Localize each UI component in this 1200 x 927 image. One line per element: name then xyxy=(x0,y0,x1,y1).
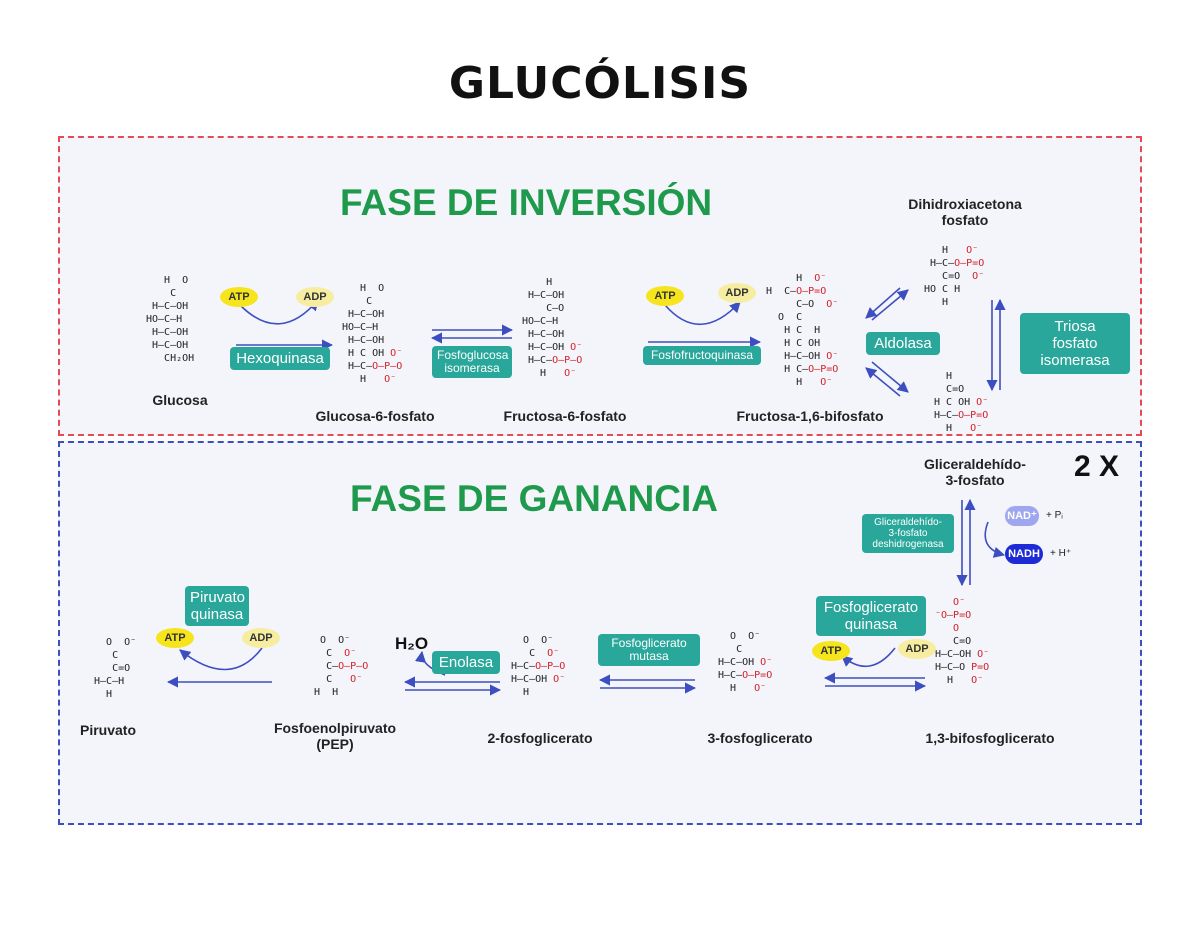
multiplier-2x: 2 X xyxy=(1074,450,1120,483)
enzyme-hexoquinasa: Hexoquinasa xyxy=(230,347,330,370)
proton-output-label: + H⁺ xyxy=(1050,548,1072,559)
enzyme-gliceraldehido-3-fosfato-deshidrogenasa: Gliceraldehído- 3-fosfato deshidrogenasa xyxy=(862,514,954,553)
atp-badge: ATP xyxy=(220,287,258,307)
fosfoenolpiruvato-label: Fosfoenolpiruvato (PEP) xyxy=(273,720,397,752)
inversion-phase-section xyxy=(58,136,1142,436)
dihidroxiacetona-fosfato-label: Dihidroxiacetona fosfato xyxy=(908,196,1022,228)
glucosa-6-fosfato-structure: H O C H–C–OH HO–C–H H–C–OH H C OH O⁻ H–C… xyxy=(342,283,403,385)
piruvato-label: Piruvato xyxy=(79,722,136,738)
adp-badge: ADP xyxy=(898,639,936,659)
enzyme-enolasa: Enolasa xyxy=(432,651,500,674)
phosphate-input-label: + Pᵢ xyxy=(1046,510,1063,521)
3-fosfoglicerato-structure: O O⁻ C H–C–OH O⁻ H–C–O–P=O H O⁻ xyxy=(718,631,773,694)
2-fosfoglicerato-structure: O O⁻ C O⁻ H–C–O–P–O H–C–OH O⁻ H xyxy=(511,635,566,698)
atp-badge: ATP xyxy=(156,628,194,648)
gliceraldehido-3-fosfato-label: Gliceraldehído- 3-fosfato xyxy=(924,456,1026,488)
adp-badge: ADP xyxy=(296,287,334,307)
fructosa-6-fosfato-structure: H H–C–OH C–O HO–C–H H–C–OH H–C–OH O⁻ H–C… xyxy=(522,277,583,379)
glucosa-structure: H O C H–C–OH HO–C–H H–C–OH H–C–OH CH₂OH xyxy=(146,275,195,364)
3-fosfoglicerato-label: 3-fosfoglicerato xyxy=(707,730,813,746)
atp-badge: ATP xyxy=(646,286,684,306)
enzyme-aldolasa: Aldolasa xyxy=(866,332,940,355)
inversion-heading: FASE DE INVERSIÓN xyxy=(340,182,713,223)
fructosa-1-6-bifosfato-label: Fructosa-1,6-bifosfato xyxy=(736,408,884,424)
piruvato-structure: O O⁻ C C=O H–C–H H xyxy=(94,637,137,700)
adp-badge: ADP xyxy=(242,628,280,648)
water-label: H₂O xyxy=(395,634,429,653)
nad-badge: NAD⁺ xyxy=(1005,506,1039,526)
adp-badge: ADP xyxy=(718,283,756,303)
fosfoenolpiruvato-structure: O O⁻ C O⁻ C–O–P–O C O⁻ H H xyxy=(314,635,369,698)
enzyme-fosfoglucosa-isomerasa: Fosfoglucosa isomerasa xyxy=(432,346,512,378)
bifosfoglicerato-structure: O⁻ ⁻O–P=O O C=O H–C–OH O⁻ H–C–O P=O H O⁻ xyxy=(935,597,990,686)
bifosfoglicerato-label: 1,3-bifosfoglicerato xyxy=(925,730,1055,746)
enzyme-fosfofructoquinasa: Fosfofructoquinasa xyxy=(643,346,761,365)
nadh-badge: NADH xyxy=(1005,544,1043,564)
page-title: GLUCÓLISIS xyxy=(448,58,752,109)
enzyme-fosfoglicerato-quinasa: Fosfoglicerato quinasa xyxy=(816,596,926,636)
ganancia-heading: FASE DE GANANCIA xyxy=(350,478,718,519)
glucosa-label: Glucosa xyxy=(152,392,208,408)
fructosa-1-6-bifosfato-structure: H O⁻ H C–O–P=O C–O O⁻ O C H C H H C OH H… xyxy=(760,273,839,388)
dihidroxiacetona-fosfato-structure: H O⁻ H–C–O–P=O C=O O⁻ HO C H H xyxy=(924,245,985,308)
gliceraldehido-3-fosfato-structure: H C=O H C OH O⁻ H–C–O–P=O H O⁻ xyxy=(934,371,989,434)
enzyme-triosa-fosfato-isomerasa: Triosa fosfato isomerasa xyxy=(1020,313,1130,374)
glucosa-6-fosfato-label: Glucosa-6-fosfato xyxy=(315,408,435,424)
atp-badge: ATP xyxy=(812,641,850,661)
enzyme-fosfoglicerato-mutasa: Fosfoglicerato mutasa xyxy=(598,634,700,666)
2-fosfoglicerato-label: 2-fosfoglicerato xyxy=(487,730,593,746)
enzyme-piruvato-quinasa: Piruvato quinasa xyxy=(185,586,249,626)
fructosa-6-fosfato-label: Fructosa-6-fosfato xyxy=(503,408,627,424)
